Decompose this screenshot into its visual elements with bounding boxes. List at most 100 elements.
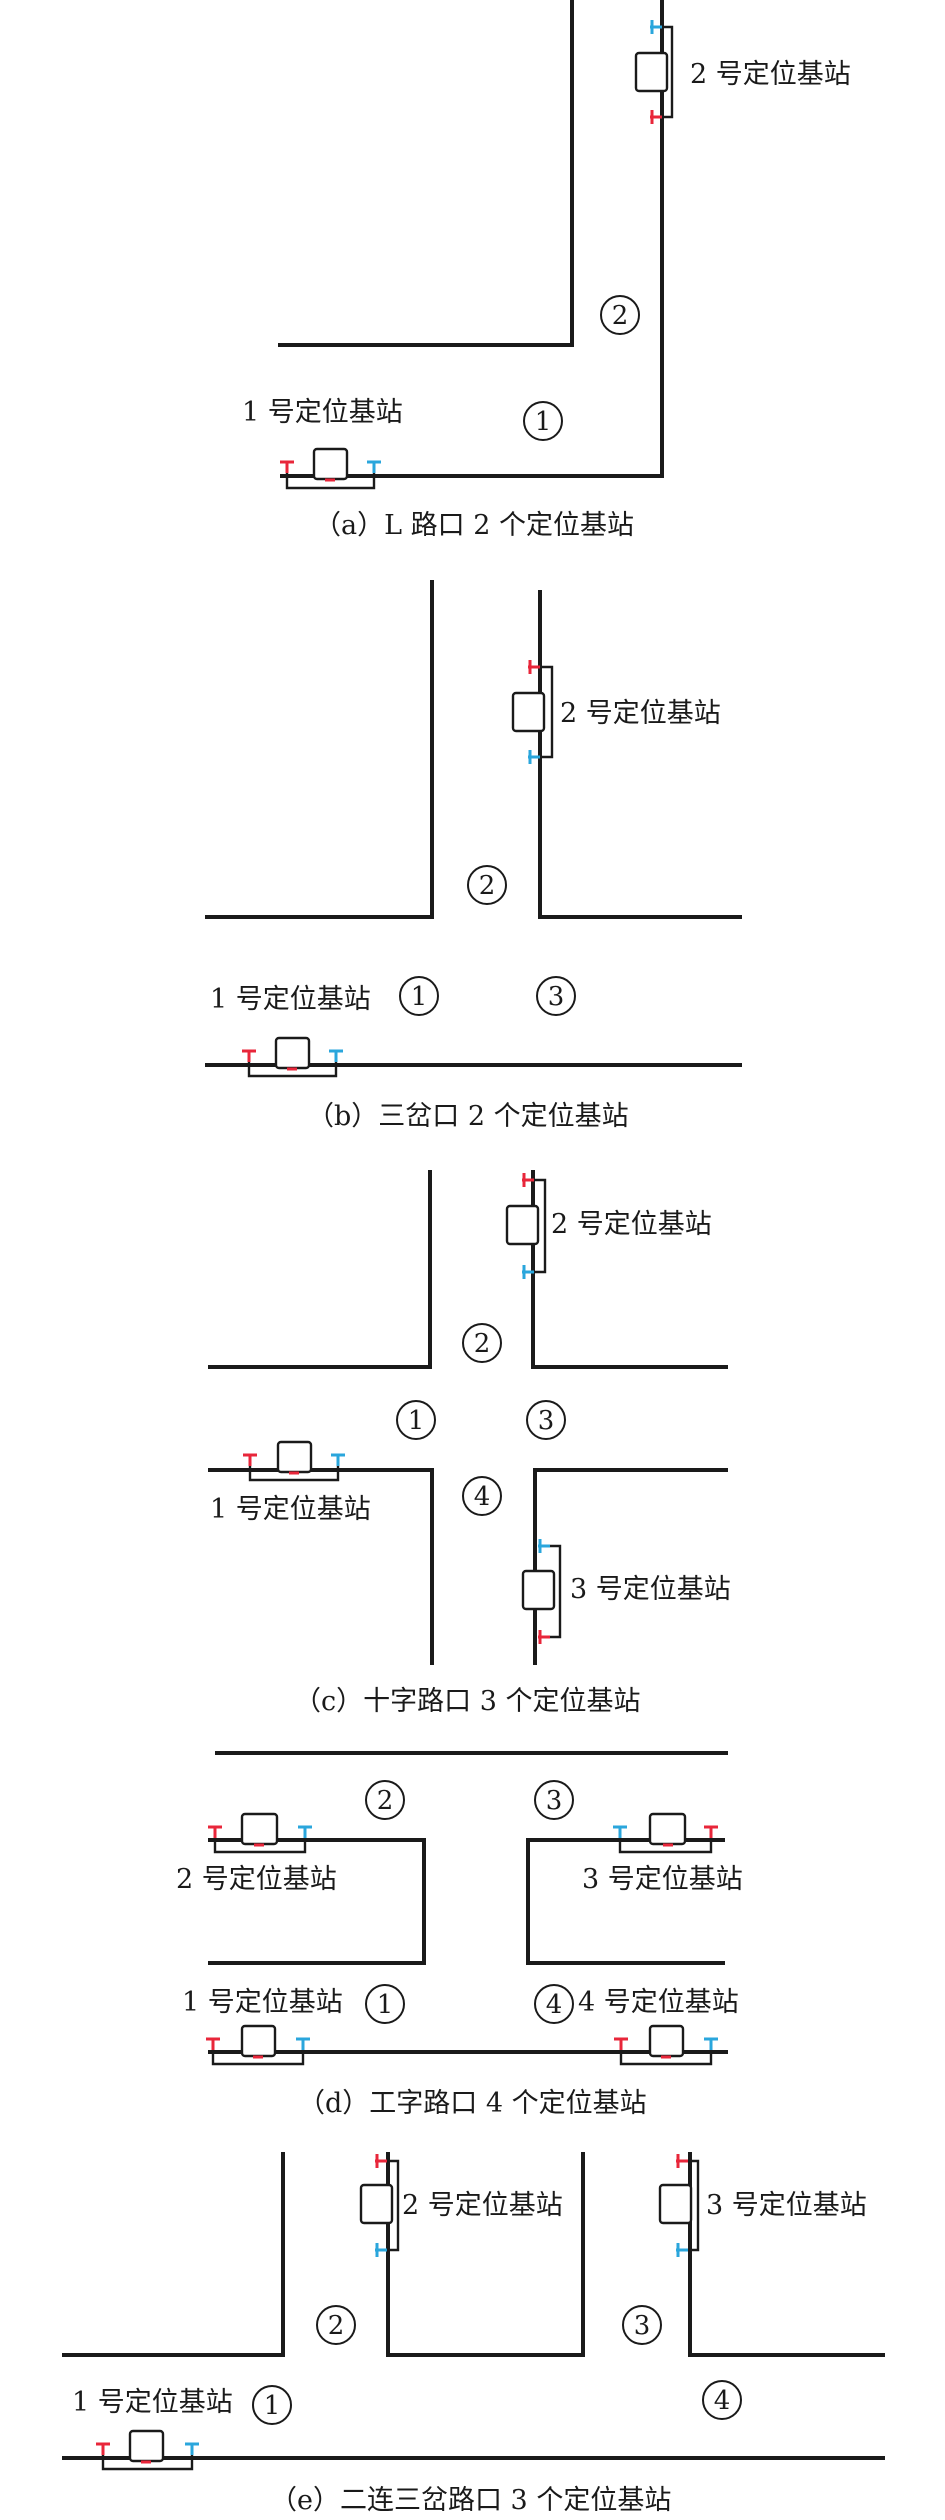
zone-1: 1 <box>396 1400 436 1440</box>
zone-circle <box>462 1323 502 1363</box>
station-wire <box>248 1463 340 1482</box>
station-label: 3 号定位基站 <box>582 1864 743 1895</box>
zone-2: 2 <box>467 865 507 905</box>
road-edge <box>526 1838 725 1965</box>
zone-number: 2 <box>377 1786 394 1816</box>
station-wire <box>525 1178 547 1274</box>
panel-e: 1 号定位基站 2 号定位基站 3 号定位基站 2 3 <box>62 2152 885 2516</box>
base-station-1 <box>206 2024 310 2066</box>
zone-circle <box>536 976 576 1016</box>
station-label: 1 号定位基站 <box>210 984 371 1015</box>
zone-circle <box>523 401 563 441</box>
zone-1: 1 <box>523 401 563 441</box>
zone-number: 3 <box>538 1406 555 1436</box>
zone-1: 1 <box>399 976 439 1016</box>
station-box <box>276 1440 313 1474</box>
zone-3: 3 <box>534 1780 574 1820</box>
panel-caption: （e）二连三岔路口 3 个定位基站 <box>270 2485 671 2516</box>
zone-circle <box>702 2380 742 2420</box>
zone-4: 4 <box>462 1476 502 1516</box>
road-edge <box>538 590 742 919</box>
zone-number: 1 <box>408 1406 425 1436</box>
station-label: 1 号定位基站 <box>182 1987 343 2018</box>
zone-number: 3 <box>546 1786 563 1816</box>
zone-circle <box>462 1476 502 1516</box>
station-box <box>658 2183 693 2225</box>
station-box <box>240 1812 279 1846</box>
zone-number: 4 <box>546 1990 563 2020</box>
panel-d: 2 号定位基站 3 号定位基站 1 号定位基站 <box>176 1751 743 2119</box>
station-wire <box>213 1835 307 1854</box>
zone-3: 3 <box>536 976 576 1016</box>
zone-2: 2 <box>316 2305 356 2345</box>
station-wire <box>285 470 376 490</box>
station-label: 4 号定位基站 <box>578 1987 739 2018</box>
zone-circle <box>399 976 439 1016</box>
zone-circle <box>365 1780 405 1820</box>
zone-4: 4 <box>534 1984 574 2024</box>
zone-circle <box>526 1400 566 1440</box>
base-station-1 <box>280 447 381 490</box>
base-station-2 <box>359 2154 400 2257</box>
zone-3: 3 <box>622 2305 662 2345</box>
station-label: 1 号定位基站 <box>72 2387 233 2418</box>
station-box <box>359 2183 394 2225</box>
road-edge <box>62 2152 285 2357</box>
station-box <box>511 691 546 733</box>
zone-number: 2 <box>474 1329 491 1359</box>
zone-circle <box>534 1984 574 2024</box>
road-edge <box>208 1838 426 1965</box>
base-station-1 <box>243 1440 345 1482</box>
base-station-4 <box>614 2024 718 2066</box>
zone-number: 3 <box>548 982 565 1012</box>
station-box <box>240 2024 277 2058</box>
base-station-1 <box>96 2429 199 2471</box>
zone-circle <box>600 295 640 335</box>
zone-circle <box>316 2305 356 2345</box>
station-wire <box>618 1835 713 1854</box>
zone-circle <box>365 1984 405 2024</box>
zone-number: 1 <box>377 1990 394 2020</box>
station-wire <box>619 2047 713 2066</box>
station-box <box>312 447 349 481</box>
base-station-1 <box>242 1036 343 1078</box>
base-station-2 <box>511 660 554 764</box>
road-edge <box>386 2152 585 2357</box>
zone-number: 1 <box>264 2391 281 2421</box>
road-edge <box>688 2152 885 2357</box>
zone-circle <box>467 865 507 905</box>
base-station-2 <box>208 1812 312 1854</box>
station-label: 2 号定位基站 <box>551 1209 712 1240</box>
zone-circle <box>252 2385 292 2425</box>
panel-c: 1 号定位基站 2 号定位基站 3 号定位基站 2 1 <box>208 1170 731 1717</box>
station-label: 3 号定位基站 <box>570 1574 731 1605</box>
zone-2: 2 <box>600 295 640 335</box>
station-box <box>521 1569 556 1611</box>
zone-4: 4 <box>702 2380 742 2420</box>
station-box <box>648 1812 687 1846</box>
station-box <box>128 2429 165 2463</box>
panel-caption: （c）十字路口 3 个定位基站 <box>294 1686 640 1717</box>
station-label: 2 号定位基站 <box>560 698 721 729</box>
road-edge <box>208 1170 432 1369</box>
base-station-3 <box>613 1812 718 1854</box>
panel-caption: （a）L 路口 2 个定位基站 <box>314 510 634 541</box>
zone-number: 2 <box>612 301 629 331</box>
zone-number: 1 <box>411 982 428 1012</box>
panel-a: 1 号定位基站 2 号定位基站 2 1 （a）L 路口 2 个定位基站 <box>242 0 851 541</box>
station-wire <box>211 2047 305 2066</box>
road-edge <box>205 580 434 919</box>
station-box <box>274 1036 311 1070</box>
road-edge <box>531 1170 728 1369</box>
station-box <box>648 2024 685 2058</box>
zone-number: 2 <box>328 2311 345 2341</box>
panel-caption: （b）三岔口 2 个定位基站 <box>307 1101 629 1132</box>
zone-number: 4 <box>474 1482 491 1512</box>
station-label: 2 号定位基站 <box>690 59 851 90</box>
zone-1: 1 <box>252 2385 292 2425</box>
zone-number: 2 <box>479 871 496 901</box>
zone-number: 4 <box>714 2386 731 2416</box>
base-station-2 <box>634 20 674 124</box>
road-edge <box>278 0 574 347</box>
station-box <box>634 51 669 93</box>
